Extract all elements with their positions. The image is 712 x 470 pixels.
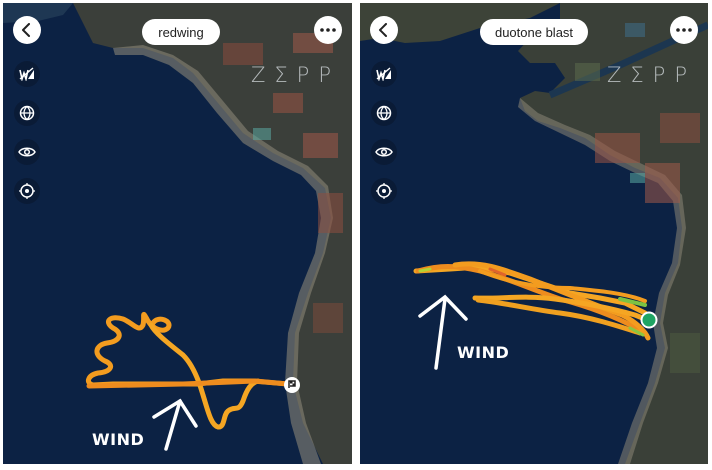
gps-track <box>413 261 653 341</box>
satellite-map[interactable] <box>3 3 352 464</box>
visibility-button[interactable] <box>371 139 397 165</box>
session-map-duotone-blast[interactable]: duotone blast <box>360 3 708 464</box>
back-button[interactable] <box>13 16 41 44</box>
chevron-left-icon <box>379 23 387 37</box>
satellite-map[interactable] <box>360 3 708 464</box>
speed-filter-icon <box>376 67 391 81</box>
wind-arrow-icon <box>418 294 468 370</box>
start-point-green-icon[interactable] <box>640 311 658 329</box>
more-options-button[interactable] <box>670 16 698 44</box>
eye-icon <box>375 147 393 157</box>
finish-flag-icon[interactable] <box>284 377 300 393</box>
session-map-redwing[interactable]: redwing <box>3 3 352 464</box>
zepp-logo: ZΣPP <box>607 63 696 87</box>
map-layer-button[interactable] <box>371 100 397 126</box>
speed-filter-icon <box>19 67 34 81</box>
speed-filter-button[interactable] <box>14 61 40 87</box>
globe-icon <box>376 105 392 121</box>
session-title: duotone blast <box>480 19 588 45</box>
map-layer-button[interactable] <box>14 100 40 126</box>
wind-arrow-icon <box>152 398 198 451</box>
ellipsis-icon <box>320 28 336 32</box>
gps-track <box>85 311 291 430</box>
zepp-logo: ZΣPP <box>251 63 340 87</box>
locate-icon <box>19 183 35 199</box>
more-options-button[interactable] <box>314 16 342 44</box>
map-tools <box>371 61 397 204</box>
locate-button[interactable] <box>371 178 397 204</box>
back-button[interactable] <box>370 16 398 44</box>
speed-filter-button[interactable] <box>371 61 397 87</box>
ellipsis-icon <box>676 28 692 32</box>
eye-icon <box>18 147 36 157</box>
globe-icon <box>19 105 35 121</box>
session-title: redwing <box>142 19 220 45</box>
wind-annotation: WIND <box>92 430 145 449</box>
wind-annotation: WIND <box>457 343 510 362</box>
map-tools <box>14 61 40 204</box>
locate-icon <box>376 183 392 199</box>
locate-button[interactable] <box>14 178 40 204</box>
visibility-button[interactable] <box>14 139 40 165</box>
chevron-left-icon <box>22 23 30 37</box>
